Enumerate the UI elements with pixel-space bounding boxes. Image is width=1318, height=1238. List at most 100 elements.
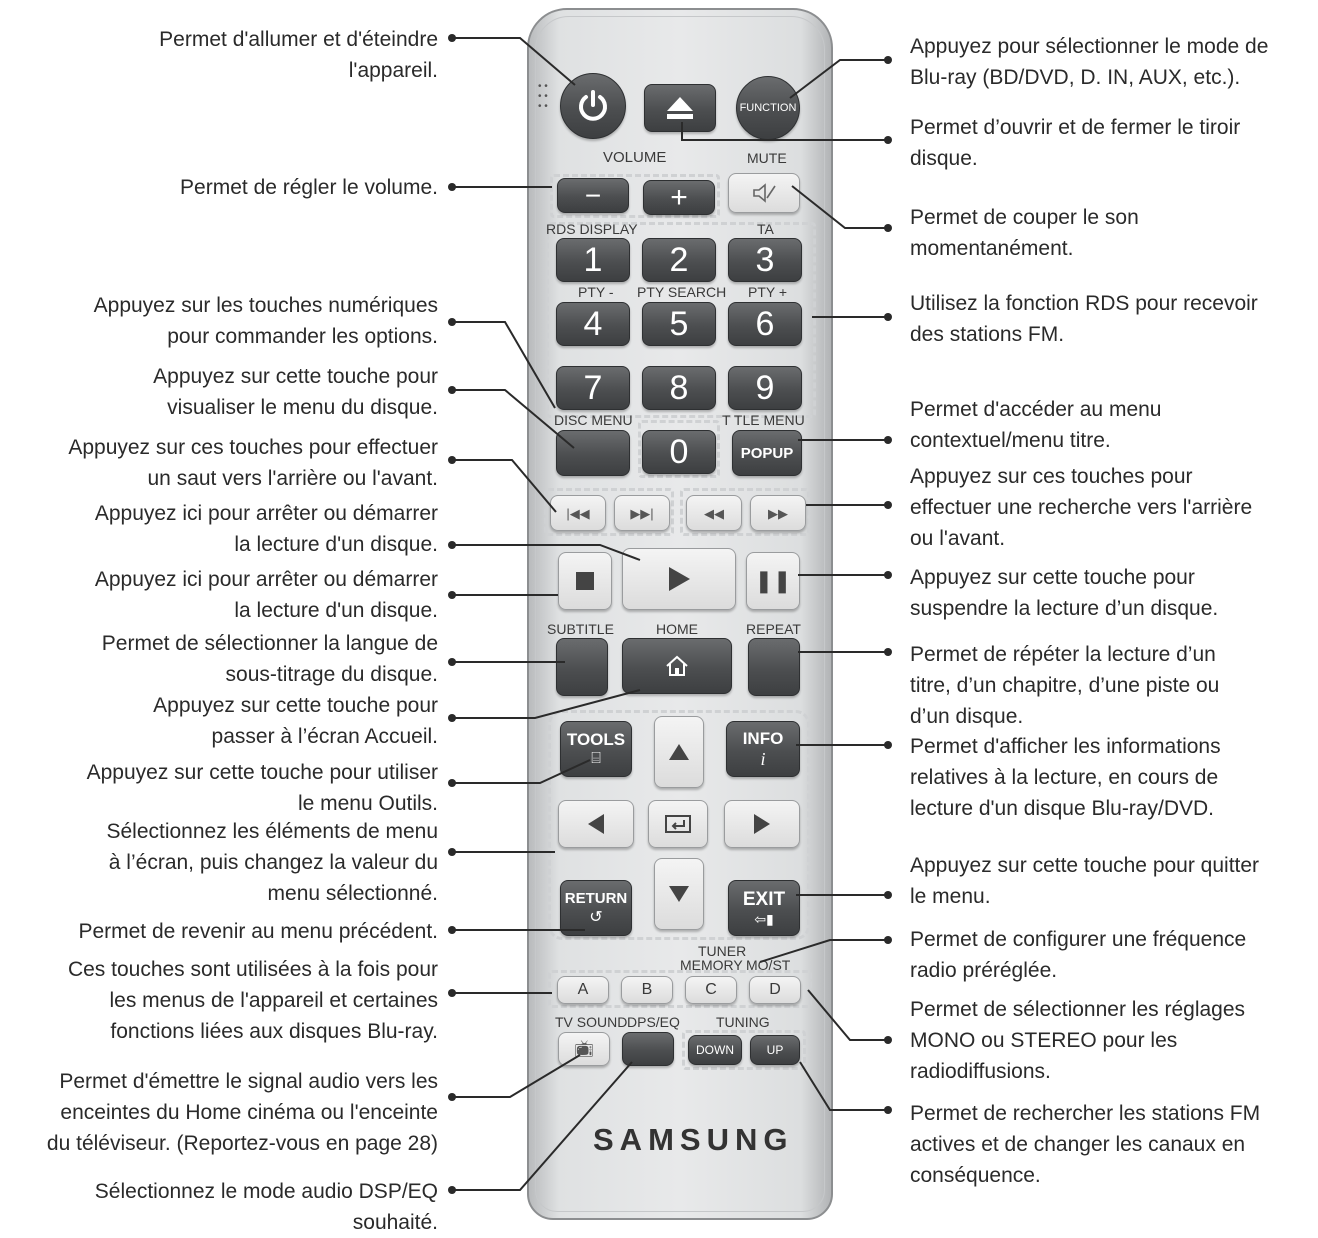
skip-forward-button[interactable]: ▶▶| — [614, 495, 670, 531]
key-b-button[interactable]: B — [621, 976, 673, 1004]
tuning-up-button[interactable]: UP — [750, 1035, 800, 1065]
annotation-volume: Permet de régler le volume. — [180, 176, 438, 199]
enter-icon — [665, 815, 691, 833]
skip-group-outline — [544, 488, 674, 536]
popup-title-menu-button[interactable]: POPUP — [732, 430, 802, 476]
info-label: INFO — [742, 728, 784, 748]
ir-indicator-dots: • •• •• • — [538, 81, 548, 112]
number-pad-outline — [546, 222, 816, 418]
info-icon: i — [760, 748, 766, 769]
rds-display-label: RDS DISPLAY — [546, 221, 638, 237]
home-icon — [666, 655, 688, 676]
exit-icon: ⇦▮ — [754, 910, 774, 927]
stop-button[interactable] — [558, 552, 612, 610]
tv-icon: 📺︎ — [573, 1041, 595, 1058]
title-menu-label: T TLE MENU — [722, 412, 805, 428]
enter-button[interactable] — [648, 800, 708, 848]
tuning-group-outline — [682, 1030, 806, 1070]
key-c-button[interactable]: C — [685, 976, 737, 1004]
digit-5-button[interactable]: 5 — [642, 302, 716, 346]
pty-plus-label: PTY + — [748, 284, 788, 300]
nav-down-button[interactable] — [654, 858, 704, 930]
digit-7-button[interactable]: 7 — [556, 366, 630, 410]
key-a-button[interactable]: A — [557, 976, 609, 1004]
digit-2-button[interactable]: 2 — [642, 238, 716, 282]
disc-menu-button[interactable] — [556, 430, 630, 476]
power-button[interactable] — [560, 73, 626, 139]
return-button[interactable]: RETURN ↺ — [560, 880, 632, 936]
tools-label: TOOLS — [566, 730, 626, 749]
samsung-logo: SAMSUNG — [593, 1122, 794, 1157]
mute-label: MUTE — [747, 150, 787, 166]
eject-icon — [667, 97, 693, 119]
home-button[interactable] — [622, 638, 732, 694]
color-keys-outline — [548, 970, 812, 1008]
function-button[interactable]: FUNCTION — [736, 76, 800, 140]
tv-sound-label: TV SOUND — [555, 1014, 628, 1030]
volume-group-outline — [550, 174, 720, 218]
pause-button[interactable]: ❚❚ — [746, 552, 800, 610]
digit-1-button[interactable]: 1 — [556, 238, 630, 282]
stop-icon — [576, 572, 594, 590]
annotation-color-keys: Ces touches sont utilisées à la fois pou… — [67, 958, 438, 1043]
volume-label: VOLUME — [603, 149, 667, 166]
info-button[interactable]: INFO i — [726, 721, 800, 777]
skip-back-button[interactable]: |◀◀ — [550, 495, 606, 531]
digit-0-outline — [638, 420, 720, 478]
tools-icon: ⌸ — [591, 750, 601, 767]
pty-search-label: PTY SEARCH — [637, 284, 727, 300]
rewind-button[interactable]: ◀◀ — [686, 495, 742, 531]
tuner-label: TUNER — [698, 943, 747, 959]
digit-6-button[interactable]: 6 — [728, 302, 802, 346]
nav-up-button[interactable] — [654, 716, 704, 788]
digit-8-button[interactable]: 8 — [642, 366, 716, 410]
exit-button[interactable]: EXIT ⇦▮ — [728, 880, 800, 936]
mo-st-label: MO/ST — [746, 957, 791, 973]
pause-icon: ❚❚ — [754, 568, 792, 593]
arrow-up-icon — [669, 744, 689, 760]
search-group-outline — [680, 488, 810, 536]
volume-up-button[interactable]: + — [643, 180, 715, 215]
tv-sound-button[interactable]: 📺︎ — [558, 1032, 610, 1066]
repeat-button[interactable] — [748, 638, 800, 696]
digit-4-button[interactable]: 4 — [556, 302, 630, 346]
key-d-button[interactable]: D — [749, 976, 801, 1004]
subtitle-button[interactable] — [556, 638, 608, 696]
disc-menu-label: DISC MENU — [554, 412, 633, 428]
digit-3-button[interactable]: 3 — [728, 238, 802, 282]
eject-button[interactable] — [644, 84, 716, 132]
play-button[interactable] — [622, 548, 736, 610]
tuning-label: TUNING — [716, 1014, 770, 1030]
nav-left-button[interactable] — [558, 800, 634, 848]
rewind-icon: ◀◀ — [704, 505, 724, 521]
tuning-down-button[interactable]: DOWN — [688, 1035, 742, 1065]
nav-right-button[interactable] — [724, 800, 800, 848]
dsp-eq-button[interactable] — [622, 1032, 674, 1066]
subtitle-label: SUBTITLE — [547, 621, 614, 637]
fast-forward-button[interactable]: ▶▶ — [750, 495, 806, 531]
digit-0-button[interactable]: 0 — [642, 430, 716, 474]
power-icon — [579, 90, 607, 121]
digit-9-button[interactable]: 9 — [728, 366, 802, 410]
arrow-left-icon — [588, 814, 604, 834]
exit-label: EXIT — [742, 888, 786, 910]
return-icon: ↺ — [589, 908, 603, 926]
ta-label: TA — [757, 221, 774, 237]
volume-down-button[interactable]: − — [557, 178, 629, 213]
